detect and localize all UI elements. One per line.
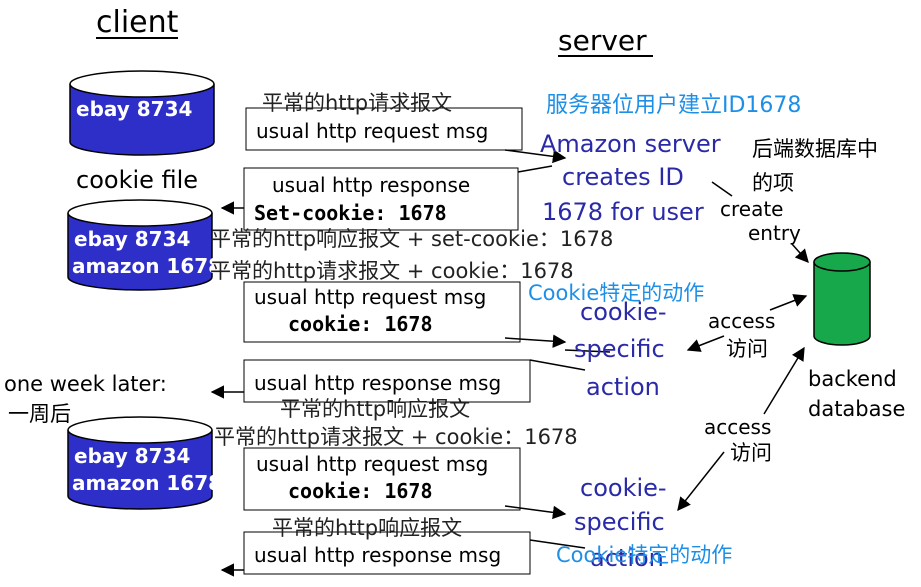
backend-label-line2: database bbox=[808, 397, 905, 421]
one-week-later-label: one week later: bbox=[4, 372, 167, 396]
create-entry-line1: create bbox=[720, 197, 784, 221]
annotation-7: 平常的http请求报文 + cookie：1678 bbox=[214, 425, 578, 449]
msg-2-text-line1: usual http response bbox=[272, 173, 470, 197]
action1-line2: specific bbox=[574, 335, 665, 363]
action2-line1: cookie- bbox=[580, 474, 667, 502]
arrow-access-1-back bbox=[686, 335, 725, 352]
msg-3-text-line2: cookie: 1678 bbox=[288, 312, 433, 336]
msg-3-text-line1: usual http request msg bbox=[254, 285, 486, 309]
backend-item-cn-line1: 后端数据库中 bbox=[752, 137, 878, 161]
server-amazon-line1: Amazon server bbox=[540, 130, 721, 158]
access-2-cn: 访问 bbox=[730, 441, 772, 465]
cookie-file-disk-3: ebay 8734 amazon 1678 bbox=[67, 416, 222, 510]
arrow-access-2-back bbox=[677, 451, 725, 512]
backend-database-cylinder bbox=[813, 252, 871, 346]
access-2-label: access bbox=[704, 415, 771, 439]
action2-line3: action bbox=[590, 544, 664, 572]
disk2-entry-ebay: ebay 8734 bbox=[74, 227, 190, 251]
arrow-request-2 bbox=[504, 334, 567, 348]
server-amazon-line3: 1678 for user bbox=[542, 198, 704, 226]
annotation-6: 平常的http响应报文 bbox=[280, 397, 470, 421]
annotation-8: 平常的http响应报文 bbox=[272, 516, 462, 540]
msg-box-4 bbox=[243, 359, 531, 403]
arrow-create-entry-a bbox=[711, 181, 733, 197]
one-week-later-cn: 一周后 bbox=[8, 402, 71, 426]
annotation-3: 平常的http响应报文 + set-cookie：1678 bbox=[210, 227, 613, 251]
arrow-access-1 bbox=[769, 294, 808, 311]
msg-1-text: usual http request msg bbox=[256, 119, 488, 143]
annotation-1: 平常的http请求报文 bbox=[262, 91, 452, 115]
cookie-file-label: cookie file bbox=[76, 166, 198, 194]
msg-5-text-line1: usual http request msg bbox=[256, 452, 488, 476]
annotation-4: 平常的http请求报文 + cookie：1678 bbox=[210, 259, 574, 283]
connector-response-2 bbox=[529, 359, 586, 371]
backend-item-cn-line2: 的项 bbox=[752, 171, 794, 195]
disk2-entry-amazon: amazon 1678 bbox=[72, 254, 222, 278]
create-entry-line2: entry bbox=[748, 221, 801, 245]
action2-line2: specific bbox=[574, 508, 665, 536]
msg-2-text-line2: Set-cookie: 1678 bbox=[254, 201, 447, 225]
msg-box-5 bbox=[243, 447, 521, 511]
msg-box-1 bbox=[245, 107, 523, 151]
action1-line1: cookie- bbox=[580, 298, 667, 326]
disk1-entry-ebay: ebay 8734 bbox=[76, 97, 192, 121]
disk3-entry-amazon: amazon 1678 bbox=[72, 471, 222, 495]
cookie-file-disk-2: ebay 8734 amazon 1678 bbox=[67, 199, 222, 291]
backend-label-line1: backend bbox=[808, 367, 897, 391]
disk3-entry-ebay: ebay 8734 bbox=[74, 444, 190, 468]
arrow-create-entry-b bbox=[791, 243, 809, 264]
annotation-9: Cookie特定的动作 bbox=[556, 543, 732, 567]
connector-action-1 bbox=[564, 349, 611, 353]
msg-box-3 bbox=[243, 281, 521, 343]
arrow-access-2 bbox=[763, 346, 805, 415]
server-title: server bbox=[558, 24, 647, 57]
access-1-label: access bbox=[708, 309, 775, 333]
msg-6-text: usual http response msg bbox=[254, 543, 501, 567]
action1-line3: action bbox=[586, 373, 660, 401]
server-amazon-line2: creates ID bbox=[562, 163, 684, 191]
connector-response-3 bbox=[529, 539, 586, 549]
client-title: client bbox=[96, 5, 179, 40]
msg-box-2 bbox=[243, 167, 519, 231]
msg-box-6 bbox=[243, 531, 531, 575]
msg-5-text-line2: cookie: 1678 bbox=[288, 479, 433, 503]
msg-4-text: usual http response msg bbox=[254, 371, 501, 395]
arrow-request-3 bbox=[504, 505, 567, 520]
access-1-cn: 访问 bbox=[726, 337, 768, 361]
annotation-5: Cookie特定的动作 bbox=[528, 281, 704, 305]
annotation-2: 服务器位用户建立ID1678 bbox=[546, 93, 801, 118]
connector-response-1 bbox=[517, 165, 553, 173]
arrow-request-1 bbox=[504, 149, 567, 164]
cookie-file-disk-1: ebay 8734 bbox=[69, 70, 215, 156]
